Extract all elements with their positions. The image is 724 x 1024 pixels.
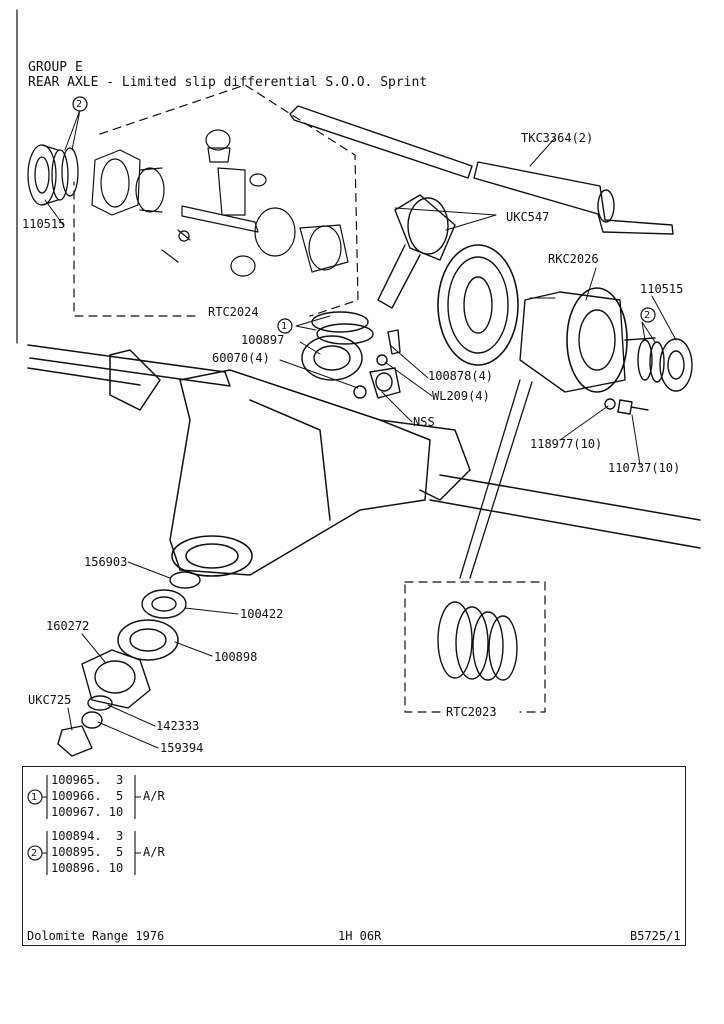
axle-housing: [27, 344, 701, 577]
left-side-bearing-110515: [27, 144, 79, 206]
rtc2023-group-outline: [404, 581, 546, 713]
callout-nss: NSS: [413, 415, 435, 429]
callout-100422: 100422: [240, 607, 284, 621]
callout-110515-left: 110515: [22, 217, 66, 231]
table-row: 100895. 5: [51, 845, 124, 859]
bearing-cap-nss: [353, 329, 401, 399]
callout-rtc2024: RTC2024: [208, 305, 259, 319]
ref-marker-1: 1: [281, 321, 288, 332]
callout-118977: 118977(10): [530, 437, 603, 451]
crown-wheel: [437, 244, 519, 366]
table-ar-2: A/R: [143, 845, 165, 859]
callout-100897: 100897: [241, 333, 285, 347]
parts-table: 1 100965. 3 100966. 5 100967. 10 A/R 2 1…: [22, 766, 686, 946]
ref-marker-2-right: 2: [644, 310, 651, 321]
bolt-110737: [604, 398, 649, 415]
callout-110515-right: 110515: [640, 282, 684, 296]
right-side-bearing-110515: [637, 338, 693, 392]
callout-110737: 110737(10): [608, 461, 681, 475]
pinion-flange-parts: [57, 571, 201, 757]
ref-marker-2-left: 2: [76, 99, 83, 110]
callout-160272: 160272: [46, 619, 90, 633]
table-ref-1: 1: [31, 792, 38, 803]
axle-shaft-tkc3364: [289, 105, 674, 235]
callout-142333: 142333: [156, 719, 200, 733]
table-brackets: [27, 775, 141, 875]
callout-rkc2026: RKC2026: [548, 252, 599, 266]
rtc2024-group-outline: [73, 84, 359, 317]
differential-internals-drawing: [91, 129, 349, 277]
footer-range: Dolomite Range 1976: [27, 929, 165, 943]
callout-wl209: WL209(4): [432, 389, 490, 403]
footer-ref: B5725/1: [630, 929, 681, 943]
table-row: 100894. 3: [51, 829, 124, 843]
callout-100898: 100898: [214, 650, 258, 664]
table-ref-2: 2: [31, 848, 38, 859]
pinion-bearing-stack: [301, 311, 374, 381]
clutch-plates-rtc2023: [437, 601, 518, 681]
leader-lines: [44, 109, 677, 749]
table-row: 100966. 5: [51, 789, 124, 803]
callout-100878: 100878(4): [428, 369, 494, 383]
callout-tkc3364: TKC3364(2): [521, 131, 594, 145]
table-row: 100965. 3: [51, 773, 124, 787]
callout-159394: 159394: [160, 741, 204, 755]
callout-ukc547: UKC547: [506, 210, 550, 224]
pinion-ukc547: [377, 194, 456, 309]
callout-60070: 60070(4): [212, 351, 270, 365]
callout-ukc725: UKC725: [28, 693, 72, 707]
table-row: 100896. 10: [51, 861, 124, 875]
page-title: REAR AXLE - Limited slip differential S.…: [28, 75, 428, 90]
callout-rtc2023: RTC2023: [446, 705, 497, 719]
group-heading: GROUP E: [28, 60, 83, 75]
table-row: 100967. 10: [51, 805, 124, 819]
table-ar-1: A/R: [143, 789, 165, 803]
callout-156903: 156903: [84, 555, 128, 569]
footer-page-code: 1H 06R: [338, 929, 382, 943]
lsd-unit-rkc2026: [519, 287, 656, 393]
